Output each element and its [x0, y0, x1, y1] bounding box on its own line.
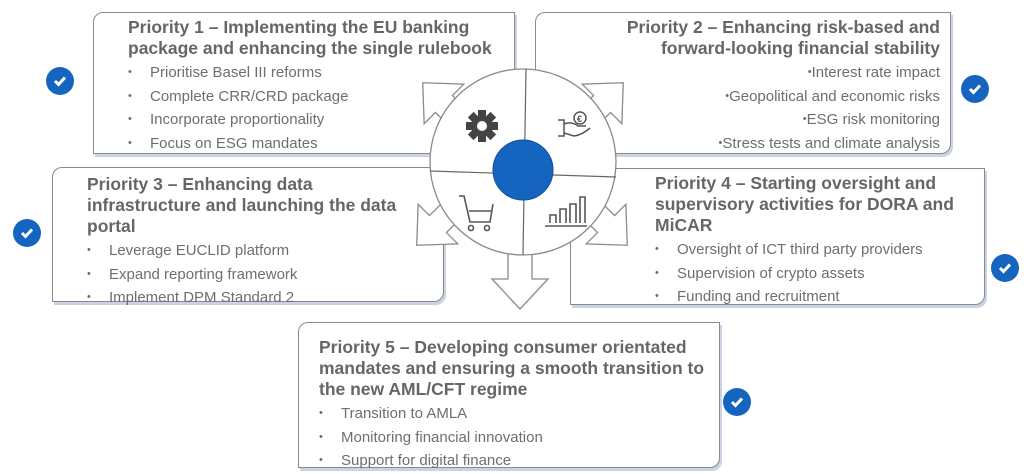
list-item: Expand reporting framework — [87, 263, 443, 287]
list-item: Funding and recruitment — [655, 285, 984, 309]
list-item: Implement DPM Standard 2 — [87, 286, 443, 310]
priority-3-title: Priority 3 – Enhancing data infrastructu… — [87, 174, 397, 236]
hand-euro-icon: € — [558, 111, 591, 137]
list-item: Monitoring financial innovation — [319, 426, 719, 450]
check-icon — [991, 254, 1019, 282]
list-item: Transition to AMLA — [319, 402, 719, 426]
svg-text:€: € — [577, 114, 582, 124]
priority-5-title: Priority 5 – Developing consumer orienta… — [319, 337, 705, 399]
priority-2-title: Priority 2 – Enhancing risk-based and fo… — [626, 17, 940, 58]
priority-4-title: Priority 4 – Starting oversight and supe… — [655, 173, 954, 235]
list-item: Support for digital finance — [319, 449, 719, 473]
list-item: Focus on ESG mandates — [128, 132, 514, 156]
list-item: Oversight of ICT third party providers — [655, 238, 984, 262]
center-circle — [492, 139, 554, 201]
list-item: ESG risk monitoring — [536, 108, 940, 132]
priority-1-title: Priority 1 – Implementing the EU banking… — [128, 17, 492, 58]
priority-4-box: Priority 4 – Starting oversight and supe… — [570, 168, 985, 305]
check-icon — [723, 388, 751, 416]
cart-icon — [459, 195, 494, 232]
check-icon — [13, 219, 41, 247]
list-item: Incorporate proportionality — [128, 108, 514, 132]
bar-chart-icon — [545, 196, 587, 227]
list-item: Geopolitical and economic risks — [536, 85, 940, 109]
check-icon — [961, 75, 989, 103]
priority-3-box: Priority 3 – Enhancing data infrastructu… — [52, 167, 444, 306]
list-item: Supervision of crypto assets — [655, 262, 984, 286]
list-item: Stress tests and climate analysis — [536, 132, 940, 156]
list-item: Complete CRR/CRD package — [128, 85, 514, 109]
list-item: Interest rate impact — [536, 61, 940, 85]
list-item: Prioritise Basel III reforms — [128, 61, 514, 85]
priority-5-box: Priority 5 – Developing consumer orienta… — [298, 322, 720, 469]
gear-icon — [466, 110, 498, 142]
list-item: Leverage EUCLID platform — [87, 239, 443, 263]
check-icon — [46, 67, 74, 95]
